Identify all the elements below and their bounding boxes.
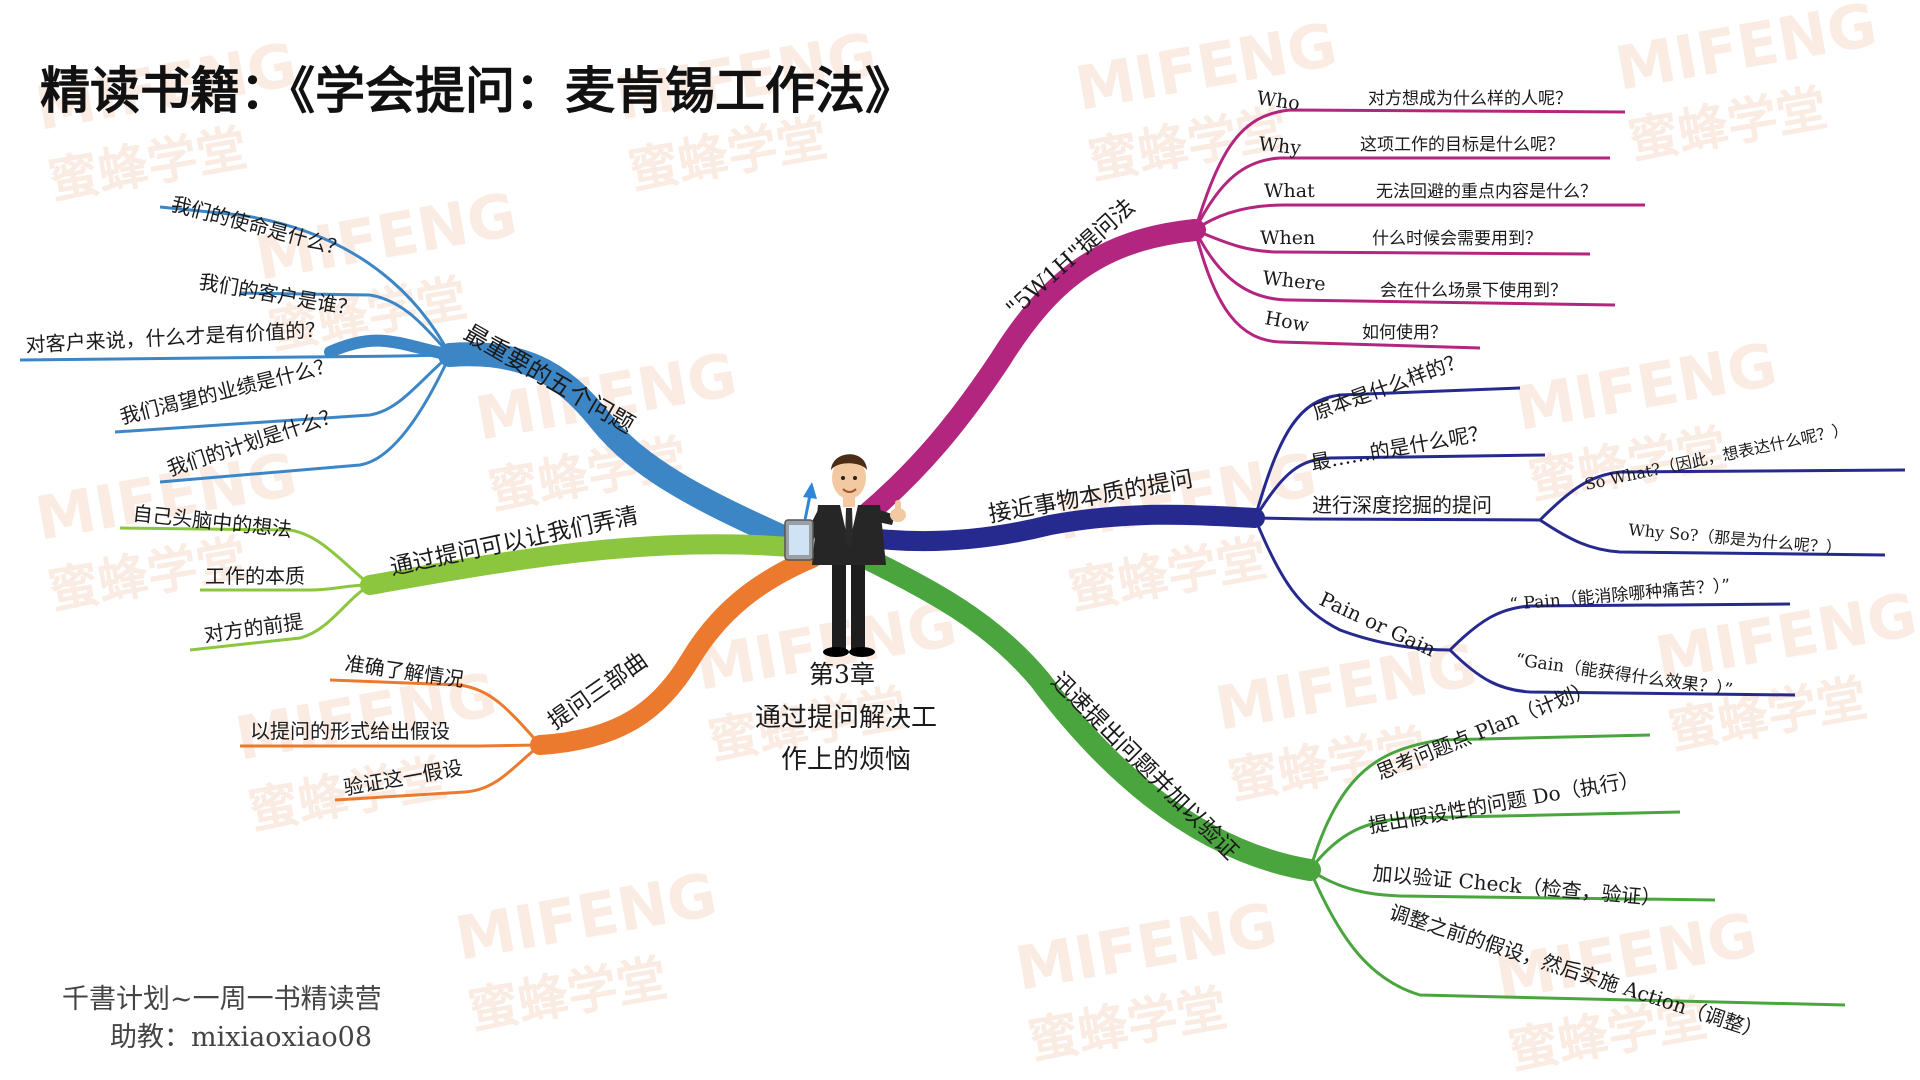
- w5h1-key: Where: [1261, 267, 1326, 296]
- w5h1-text: 无法回避的重点内容是什么？: [1376, 182, 1597, 202]
- clarify-item: 工作的本质: [205, 564, 305, 588]
- footer-program: 千書计划~一周一书精读营: [62, 984, 382, 1015]
- essence-item: 原本是什么样的？: [1310, 347, 1469, 424]
- center-chapter: 第3章: [809, 660, 875, 689]
- essence-item: 最……的是什么呢？: [1309, 420, 1490, 475]
- three-steps-item: 以提问的形式给出假设: [250, 719, 450, 743]
- w5h1-key: What: [1264, 180, 1315, 202]
- businessman-figure: [784, 454, 906, 657]
- w5h1-text: 什么时候会需要用到？: [1372, 229, 1542, 249]
- clarify-item: 对方的前提: [202, 609, 304, 647]
- center-topic: 第3章 通过提问解决工 作上的烦恼: [755, 660, 937, 775]
- w5h1-text: 这项工作的目标是什么呢？: [1360, 135, 1564, 155]
- svg-text:MIFENG: MIFENG: [1610, 0, 1882, 105]
- w5h1-text: 对方想成为什么样的人呢？: [1368, 89, 1572, 109]
- pain-gain-item: “ Pain（能消除哪种痛苦？）”: [1509, 576, 1731, 615]
- page-title: 精读书籍：《学会提问：麦肯锡工作法》: [40, 62, 915, 120]
- svg-text:MIFENG: MIFENG: [1070, 10, 1342, 125]
- w5h1-key: How: [1263, 307, 1311, 336]
- svg-text:MIFENG: MIFENG: [1210, 630, 1482, 745]
- svg-text:MIFENG: MIFENG: [1010, 890, 1282, 1005]
- footer-assistant: 助教：mixiaoxiao08: [110, 1022, 372, 1053]
- svg-text:MIFENG: MIFENG: [450, 860, 722, 975]
- hypothesis-item: 加以验证 Check（检查，验证）: [1372, 861, 1663, 910]
- center-title-line2: 作上的烦恼: [781, 745, 911, 775]
- w5h1-text: 会在什么场景下使用到？: [1380, 280, 1567, 301]
- svg-text:MIFENG: MIFENG: [1510, 330, 1782, 445]
- essence-item: 进行深度挖掘的提问: [1312, 493, 1492, 517]
- branch-clarify: 通过提问可以让我们弄清 自己头脑中的想法 工作的本质 对方的前提: [119, 501, 810, 652]
- w5h1-key: When: [1260, 227, 1315, 249]
- center-title-line1: 通过提问解决工: [755, 703, 937, 733]
- w5h1-key: Why: [1257, 133, 1302, 159]
- w5h1-text: 如何使用？: [1362, 322, 1447, 343]
